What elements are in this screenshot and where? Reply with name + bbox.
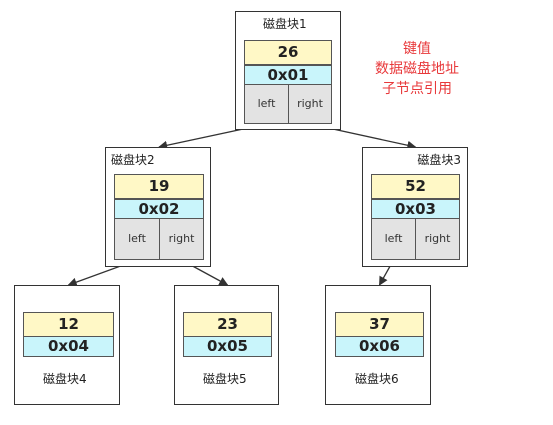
disk-block-2-right-pointer: right xyxy=(159,218,204,260)
disk-block-5-address: 0x05 xyxy=(183,336,272,357)
disk-block-1-key: 26 xyxy=(244,40,332,65)
disk-block-1-left-pointer: left xyxy=(244,84,289,124)
disk-block-4-key: 12 xyxy=(23,312,114,337)
disk-block-5: 23 0x05 磁盘块5 xyxy=(174,285,279,405)
disk-block-3-label: 磁盘块3 xyxy=(417,153,461,167)
disk-block-6-key: 37 xyxy=(335,312,424,337)
disk-block-6: 37 0x06 磁盘块6 xyxy=(325,285,431,405)
disk-block-1-address: 0x01 xyxy=(244,65,332,85)
disk-block-4: 12 0x04 磁盘块4 xyxy=(14,285,120,405)
disk-block-4-address: 0x04 xyxy=(23,336,114,357)
disk-block-2-left-pointer: left xyxy=(114,218,160,260)
disk-block-1-label: 磁盘块1 xyxy=(263,17,307,31)
disk-block-5-label: 磁盘块5 xyxy=(203,372,247,386)
disk-block-2-key: 19 xyxy=(114,174,204,199)
legend-key: 键值 xyxy=(403,41,431,57)
disk-block-2-label: 磁盘块2 xyxy=(111,153,155,167)
disk-block-2: 磁盘块2 19 0x02 left right xyxy=(105,147,211,267)
disk-block-6-label: 磁盘块6 xyxy=(355,372,399,386)
disk-block-1-right-pointer: right xyxy=(288,84,332,124)
disk-block-4-label: 磁盘块4 xyxy=(43,372,87,386)
disk-block-3: 磁盘块3 52 0x03 left right xyxy=(362,147,468,267)
disk-block-3-right-pointer: right xyxy=(415,218,460,260)
legend-address: 数据磁盘地址 xyxy=(375,61,459,77)
legend: 键值 数据磁盘地址 子节点引用 xyxy=(362,39,472,99)
disk-block-3-left-pointer: left xyxy=(371,218,416,260)
disk-block-6-address: 0x06 xyxy=(335,336,424,357)
disk-block-3-key: 52 xyxy=(371,174,460,199)
disk-block-5-key: 23 xyxy=(183,312,272,337)
legend-child-ref: 子节点引用 xyxy=(382,81,452,97)
disk-block-3-address: 0x03 xyxy=(371,199,460,219)
disk-block-2-address: 0x02 xyxy=(114,199,204,219)
disk-block-1: 磁盘块1 26 0x01 left right xyxy=(235,11,341,130)
